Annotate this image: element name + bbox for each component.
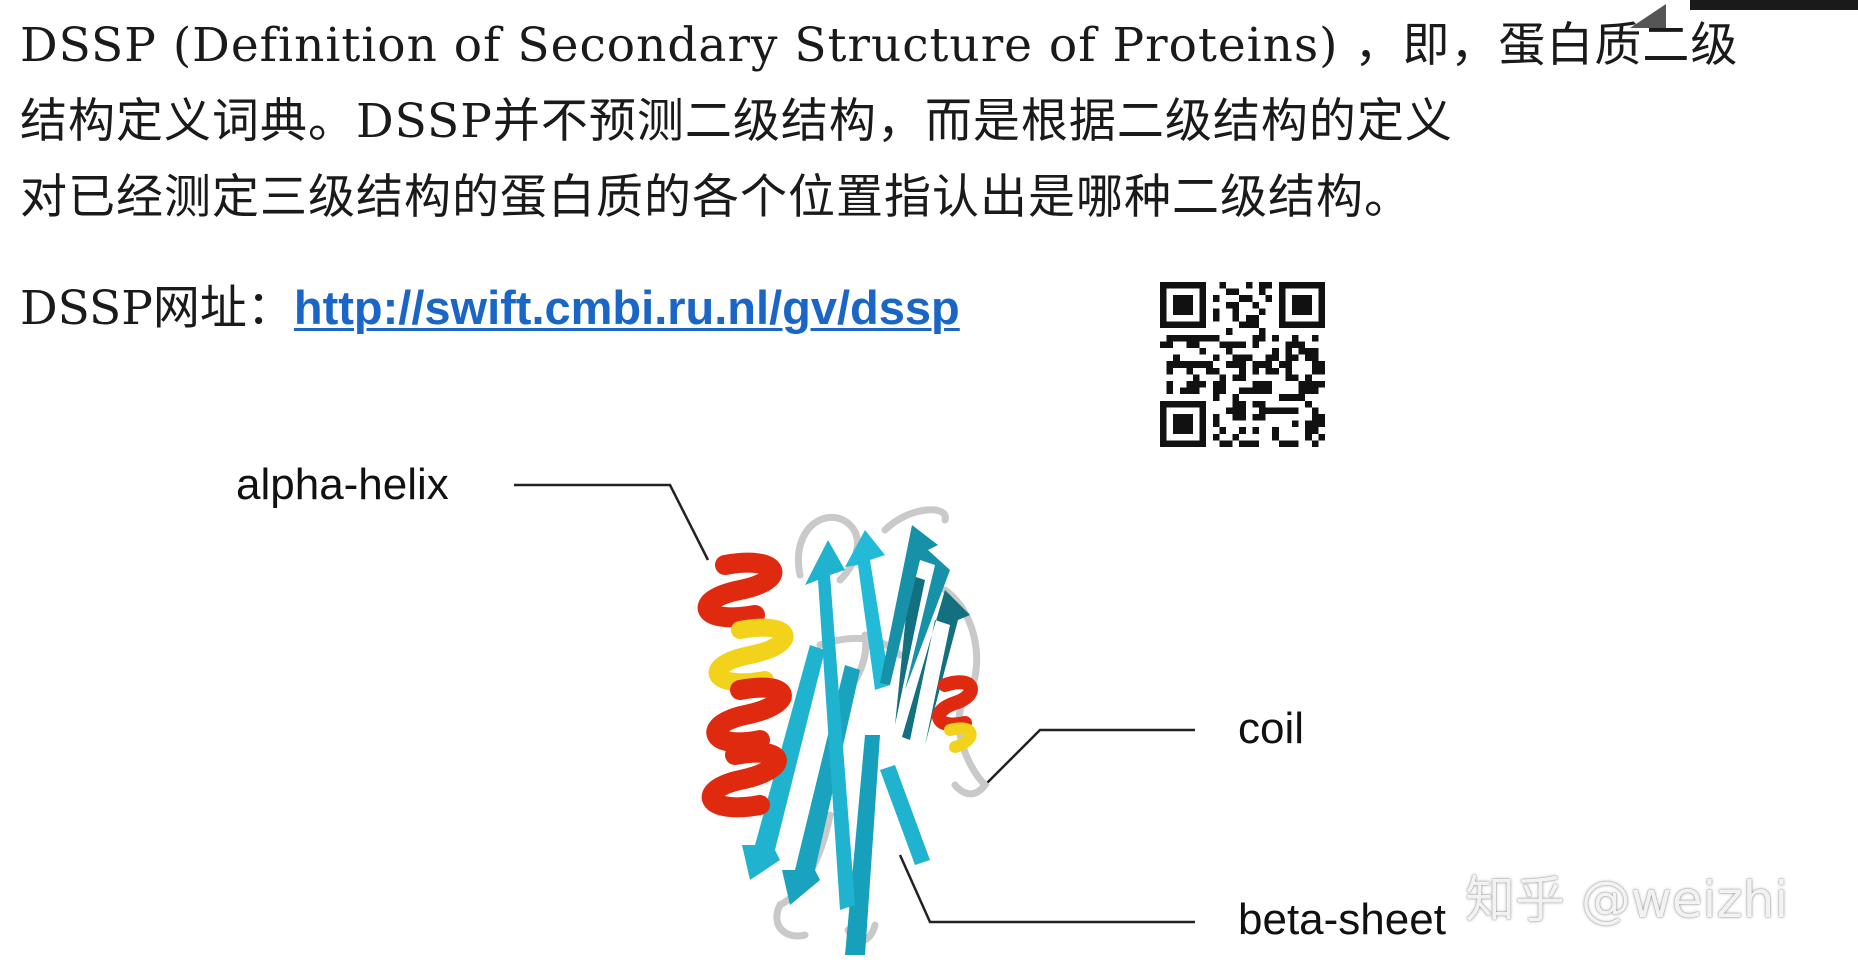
dssp-link[interactable]: http://swift.cmbi.ru.nl/gv/dssp <box>293 281 960 334</box>
alpha-helix-left <box>697 552 794 818</box>
url-label: DSSP网址： <box>20 281 294 336</box>
beta-strands <box>742 525 970 955</box>
url-row: DSSP网址：http://swift.cmbi.ru.nl/gv/dssp <box>20 270 960 347</box>
paragraph-line-1: DSSP (Definition of Secondary Structure … <box>20 18 1739 73</box>
corner-fragment <box>1630 0 1858 28</box>
alpha-helix-right <box>932 675 978 753</box>
description-paragraph: DSSP (Definition of Secondary Structure … <box>20 8 1850 236</box>
beta-sheet-label: beta-sheet <box>1238 895 1446 944</box>
coil-label: coil <box>1238 704 1305 753</box>
paragraph-line-2: 结构定义词典。DSSP并不预测二级结构，而是根据二级结构的定义 <box>20 94 1453 149</box>
paragraph-line-3: 对已经测定三级结构的蛋白质的各个位置指认出是哪种二级结构。 <box>20 170 1412 225</box>
qr-code-icon <box>1160 282 1325 447</box>
protein-ribbon-icon <box>697 506 990 955</box>
watermark: 知乎 @weizhi <box>1465 871 1789 929</box>
alpha-helix-label: alpha-helix <box>236 460 449 509</box>
